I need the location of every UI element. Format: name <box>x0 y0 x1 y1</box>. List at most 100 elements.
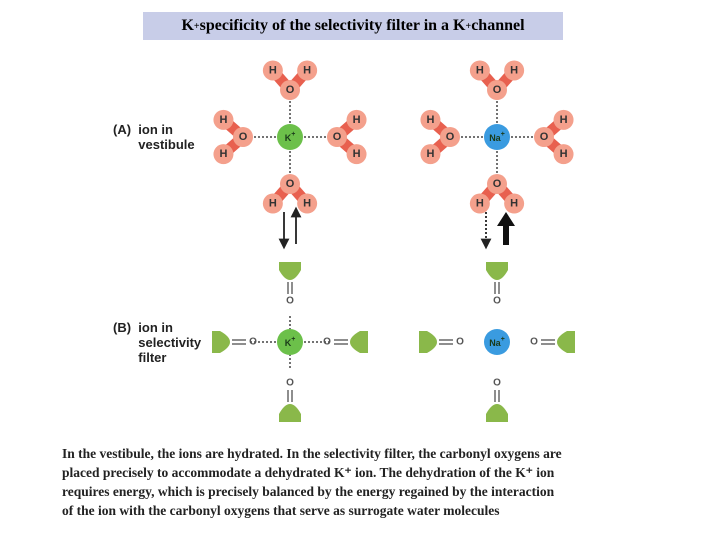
water-bottom: H HO <box>469 174 525 214</box>
water-bottom: H HO <box>262 174 318 214</box>
oxygen-label: O <box>493 84 502 96</box>
ion: K+ <box>277 329 303 355</box>
hydrogen-atom <box>420 109 441 130</box>
carbonyl-top: O <box>486 262 508 307</box>
hydrogen-atom <box>297 60 318 81</box>
oxygen-atom <box>534 127 554 147</box>
hydrogen-label: H <box>426 114 434 126</box>
carbonyl-oxygen: O <box>530 337 538 348</box>
hydrogen-atom <box>297 193 318 214</box>
hydrogen-label: H <box>426 148 434 160</box>
carbonyl-oxygen: O <box>493 378 501 389</box>
water-right: H HO <box>327 109 367 165</box>
hydrogen-label: H <box>510 198 518 210</box>
hydrogen-atom <box>262 60 283 81</box>
hydrogen-atom <box>553 144 574 165</box>
carbonyl-right: O <box>323 331 368 353</box>
oxygen-atom <box>280 174 300 194</box>
oxygen-label: O <box>493 178 502 190</box>
hydrogen-atom <box>469 60 490 81</box>
carbonyl-dome <box>279 262 301 280</box>
ion-sphere <box>277 124 303 150</box>
hydrogen-label: H <box>353 148 361 160</box>
title-suffix-2: channel <box>471 17 525 34</box>
oxygen-label: O <box>286 178 295 190</box>
hydrogen-label: H <box>269 64 277 76</box>
carbonyl-oxygen: O <box>249 337 257 348</box>
ion: Na+ <box>484 124 510 150</box>
carbonyl-dome <box>419 331 437 353</box>
carbonyl-left: O <box>419 331 464 353</box>
hydrogen-atom <box>213 144 234 165</box>
oxygen-label: O <box>540 131 549 143</box>
hydrogen-label: H <box>560 148 568 160</box>
carbonyl-oxygen: O <box>456 337 464 348</box>
panel-b-text: ion in selectivity filter <box>138 320 202 365</box>
carbonyl-dome <box>350 331 368 353</box>
water-top: H HO <box>262 60 318 100</box>
hydrogen-label: H <box>303 198 311 210</box>
hydrogen-atom <box>420 144 441 165</box>
ion-sphere <box>484 124 510 150</box>
hydrogen-atom <box>553 109 574 130</box>
hydrogen-label: H <box>510 64 518 76</box>
carbonyl-oxygen: O <box>286 378 294 389</box>
panel-a-letter: (A) <box>113 122 132 137</box>
oxygen-label: O <box>333 131 342 143</box>
carbonyl-dome <box>486 404 508 422</box>
ion: Na+ <box>484 329 510 355</box>
hydrogen-atom <box>346 144 367 165</box>
hydrogen-atom <box>262 193 283 214</box>
ion: K+ <box>277 124 303 150</box>
oxygen-atom <box>280 80 300 100</box>
carbonyl-oxygen: O <box>493 296 501 307</box>
oxygen-label: O <box>446 131 455 143</box>
carbonyl-dome <box>486 262 508 280</box>
oxygen-atom <box>440 127 460 147</box>
diagram-title: K + specificity of the selectivity filter… <box>143 12 563 40</box>
oxygen-atom <box>327 127 347 147</box>
title-suffix: specificity of the selectivity filter in… <box>199 17 466 34</box>
ion-sphere <box>277 329 303 355</box>
carbonyl-dome <box>212 331 230 353</box>
ion-charge: + <box>291 336 295 343</box>
ion-charge: + <box>501 131 505 138</box>
oxygen-label: O <box>239 131 248 143</box>
hydrogen-label: H <box>219 148 227 160</box>
carbonyl-right: O <box>530 331 575 353</box>
hydrogen-label: H <box>476 198 484 210</box>
caption-line-2: placed precisely to accommodate a dehydr… <box>62 465 555 480</box>
hydrogen-atom <box>346 109 367 130</box>
title-superscript-2: + <box>465 20 472 32</box>
water-right: H HO <box>534 109 574 165</box>
hydrogen-label: H <box>269 198 277 210</box>
carbonyl-dome <box>557 331 575 353</box>
hydrogen-label: H <box>303 64 311 76</box>
panel-a-label: (A) ion in vestibule <box>113 122 195 152</box>
filter-k-ion <box>250 314 330 370</box>
ion-label: K+ <box>285 131 296 144</box>
hydrogen-atom <box>469 193 490 214</box>
hydrogen-atom <box>213 109 234 130</box>
carbonyl-oxygen: O <box>323 337 331 348</box>
arrow-up-na-bold <box>497 212 515 245</box>
carbonyl-dome <box>279 404 301 422</box>
carbonyl-left: O <box>212 331 257 353</box>
ion-charge: + <box>291 131 295 138</box>
caption-line-1: In the vestibule, the ions are hydrated.… <box>62 446 562 461</box>
ion-sphere <box>484 329 510 355</box>
hydrogen-label: H <box>353 114 361 126</box>
caption: In the vestibule, the ions are hydrated.… <box>62 444 672 520</box>
hydrogen-label: H <box>560 114 568 126</box>
oxygen-label: O <box>286 84 295 96</box>
ion-label: K+ <box>285 336 296 349</box>
panel-b-letter: (B) <box>113 320 132 335</box>
hydrogen-atom <box>504 60 525 81</box>
oxygen-atom <box>487 174 507 194</box>
carbonyl-bottom: O <box>486 378 508 422</box>
title-prefix: K <box>181 17 194 34</box>
carbonyl-bottom: O <box>279 378 301 422</box>
oxygen-atom <box>487 80 507 100</box>
ion-charge: + <box>501 336 505 343</box>
